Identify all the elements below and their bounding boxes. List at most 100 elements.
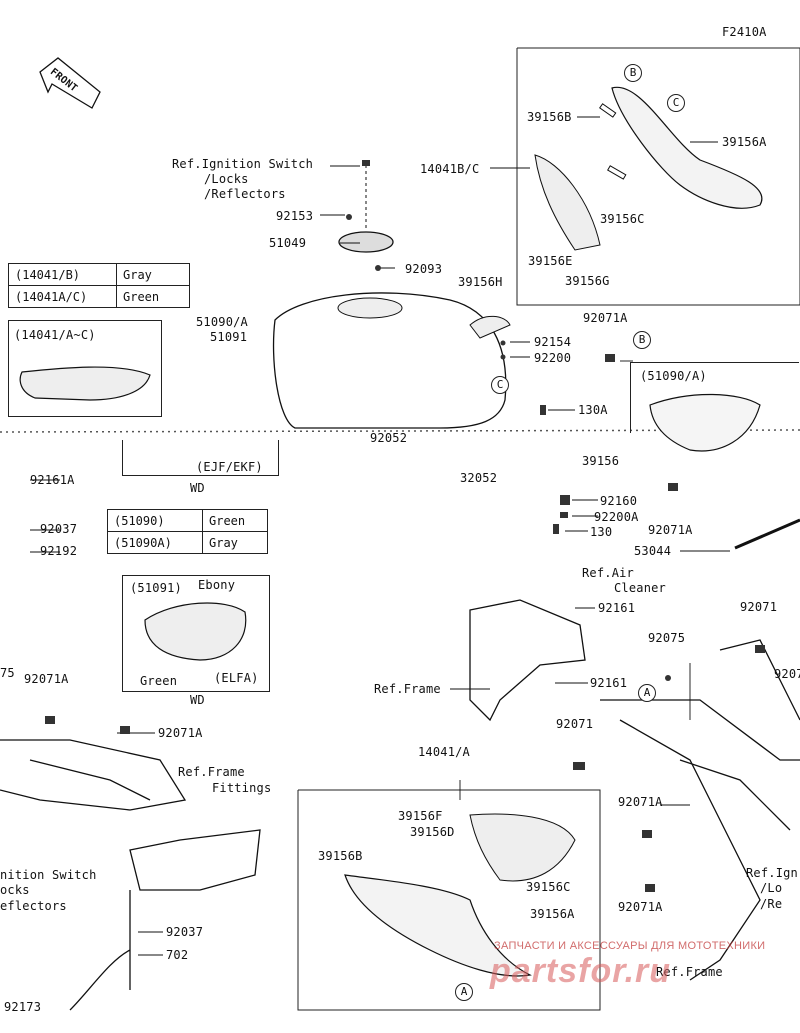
part-39156a: 39156A	[530, 907, 575, 921]
part-14041a: 14041/A	[418, 745, 470, 759]
part-702: 702	[166, 948, 189, 962]
front-arrow-icon	[39, 57, 101, 109]
watermark-logo: partsfor.ru	[490, 952, 672, 990]
ignition-switch-label: nition Switch	[0, 868, 97, 882]
part-14041bc: 14041B/C	[420, 162, 480, 176]
color-ebony: Ebony	[198, 578, 236, 592]
part-39156b: 39156B	[318, 849, 363, 863]
reflectors-label: /Re	[760, 897, 783, 911]
ref-circle-b: B	[624, 64, 642, 82]
part-92192: 92192	[40, 544, 78, 558]
tank-51090-variant-box	[630, 362, 799, 433]
locks-label: /Locks	[204, 172, 249, 186]
part-92071: 92071	[740, 600, 778, 614]
ref-frame-label: Ref.Frame	[656, 965, 723, 979]
variant-ejf-ekf: (EJF/EKF)	[196, 460, 263, 474]
ref-circle-a: A	[638, 684, 656, 702]
part-cell: (51090)	[107, 509, 203, 532]
variant-14041ac: (14041/A~C)	[14, 328, 96, 342]
color-green: Green	[140, 674, 178, 688]
part-92200: 92200	[534, 351, 572, 365]
reflectors-label: eflectors	[0, 899, 67, 913]
part-92037: 92037	[40, 522, 78, 536]
side-cover-variant-box	[8, 320, 162, 417]
part-92071a: 92071A	[648, 523, 693, 537]
part-130: 130	[590, 525, 613, 539]
variant-51091: (51091)	[130, 581, 182, 595]
reflectors-label: /Reflectors	[204, 187, 286, 201]
part-92173: 92173	[4, 1000, 42, 1014]
part-92153: 92153	[276, 209, 314, 223]
part-92071a: 92071A	[618, 900, 663, 914]
cleaner-label: Cleaner	[614, 581, 666, 595]
part-92093: 92093	[405, 262, 443, 276]
wd-label: WD	[190, 693, 205, 707]
tank-cover-variant-box	[122, 575, 270, 692]
part-92071a: 92071A	[583, 311, 628, 325]
ref-ignition-label: Ref.Ign	[746, 866, 798, 880]
part-39156d: 39156D	[410, 825, 455, 839]
variant-elfa: (ELFA)	[214, 671, 259, 685]
watermark-text: ЗАПЧАСТИ И АКСЕССУАРЫ ДЛЯ МОТОТЕХНИКИ	[494, 940, 766, 952]
table-row: (14041A/C) Green	[8, 285, 190, 308]
part-32052: 32052	[460, 471, 498, 485]
color-cell: Green	[202, 509, 268, 532]
ejf-variant-box	[122, 440, 279, 476]
part-39156h: 39156H	[458, 275, 503, 289]
ref-circle-a: A	[455, 983, 473, 1001]
part-cell: (51090A)	[107, 531, 203, 554]
part-92037: 92037	[166, 925, 204, 939]
part-92071: 92071	[556, 717, 594, 731]
part-39156e: 39156E	[528, 254, 573, 268]
ref-frame-label: Ref.Frame	[374, 682, 441, 696]
part-51049: 51049	[269, 236, 307, 250]
part-39156g: 39156G	[565, 274, 610, 288]
table-row: (51090) Green	[107, 509, 268, 532]
locks-label: /Lo	[760, 881, 783, 895]
part-92071a: 92071A	[24, 672, 69, 686]
part-92071a: 92071A	[618, 795, 663, 809]
part-cell: (14041/B)	[8, 263, 117, 286]
color-table-side-cover: (14041/B) Gray (14041A/C) Green	[8, 263, 190, 308]
part-51090a: 51090/A	[196, 315, 248, 329]
part-39156a: 39156A	[722, 135, 767, 149]
ref-ignition-label: Ref.Ignition Switch	[172, 157, 314, 171]
color-cell: Green	[116, 285, 190, 308]
fittings-label: Fittings	[212, 781, 272, 795]
locks-label: ocks	[0, 883, 30, 897]
part-cell: (14041A/C)	[8, 285, 117, 308]
part-39156c: 39156C	[600, 212, 645, 226]
part-92200a: 92200A	[594, 510, 639, 524]
color-cell: Gray	[116, 263, 190, 286]
part-92161: 92161	[598, 601, 636, 615]
part-92075-right: 9207	[774, 667, 800, 681]
table-row: (51090A) Gray	[107, 531, 268, 554]
wd-label: WD	[190, 481, 205, 495]
variant-51090a: (51090/A)	[640, 369, 707, 383]
color-table-tank: (51090) Green (51090A) Gray	[107, 509, 268, 554]
ref-circle-b: B	[633, 331, 651, 349]
part-130a: 130A	[578, 403, 608, 417]
table-row: (14041/B) Gray	[8, 263, 190, 286]
part-39156b: 39156B	[527, 110, 572, 124]
part-92075-left: 75	[0, 666, 15, 680]
part-92075: 92075	[648, 631, 686, 645]
part-92052: 92052	[370, 431, 408, 445]
part-92154: 92154	[534, 335, 572, 349]
diagram-code: F2410A	[722, 25, 767, 39]
part-39156: 39156	[582, 454, 620, 468]
ref-circle-c: C	[667, 94, 685, 112]
part-39156c: 39156C	[526, 880, 571, 894]
part-92071a: 92071A	[158, 726, 203, 740]
part-39156f: 39156F	[398, 809, 443, 823]
ref-air-label: Ref.Air	[582, 566, 634, 580]
part-51091: 51091	[210, 330, 248, 344]
part-92161a: 92161A	[30, 473, 75, 487]
color-cell: Gray	[202, 531, 268, 554]
part-92161: 92161	[590, 676, 628, 690]
part-53044: 53044	[634, 544, 672, 558]
ref-frame-label: Ref.Frame	[178, 765, 245, 779]
ref-circle-c: C	[491, 376, 509, 394]
part-92160: 92160	[600, 494, 638, 508]
